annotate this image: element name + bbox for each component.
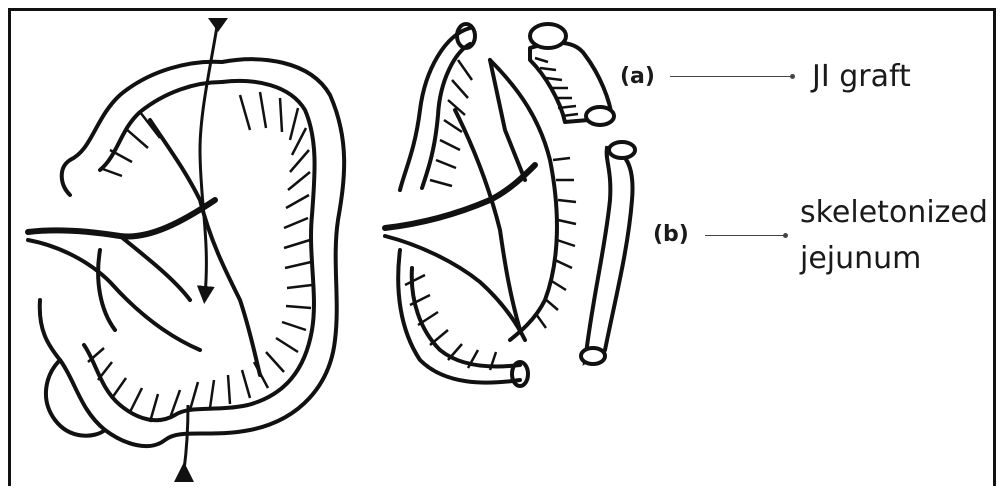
term-ji-graft: JI graft	[812, 58, 911, 96]
term-skeletonized: skeletonized	[800, 194, 988, 232]
leader-dot-b	[783, 233, 788, 238]
vasa-recta-middle	[405, 60, 576, 370]
leader-line-a	[670, 76, 790, 77]
leader-dot-a	[790, 74, 795, 79]
term-jejunum: jejunum	[800, 240, 921, 278]
leader-line-b	[705, 235, 785, 236]
skeletonized-jejunum-segment	[581, 142, 635, 364]
arrow-head-bottom	[174, 462, 194, 482]
ji-graft-segment	[530, 24, 614, 125]
arrow-head-top	[208, 18, 228, 32]
label-a: (a)	[620, 64, 655, 89]
label-b: (b)	[653, 222, 689, 247]
graft-vessels	[535, 58, 578, 116]
